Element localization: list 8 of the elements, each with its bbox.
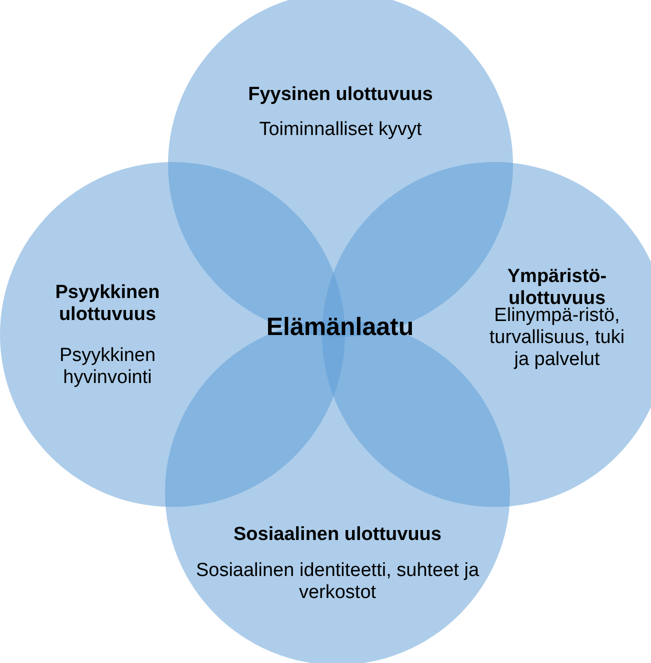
circle-text: Psyykkinen hyvinvointi xyxy=(58,345,157,389)
circle-text: Elinympä-ristö, turvallisuus, tuki ja palvelut xyxy=(488,305,626,371)
circle-heading: Sosiaalinen ulottuvuus xyxy=(232,524,442,546)
circle-text: Sosiaalinen identiteetti, suhteet ja verkostot xyxy=(195,560,480,604)
circle-heading: Psyykkinen ulottuvuus xyxy=(54,282,161,326)
circle-text: Toiminnalliset kyvyt xyxy=(258,119,423,141)
center-title: Elämänlaatu xyxy=(265,312,415,342)
circle-heading: Fyysinen ulottuvuus xyxy=(247,84,434,106)
